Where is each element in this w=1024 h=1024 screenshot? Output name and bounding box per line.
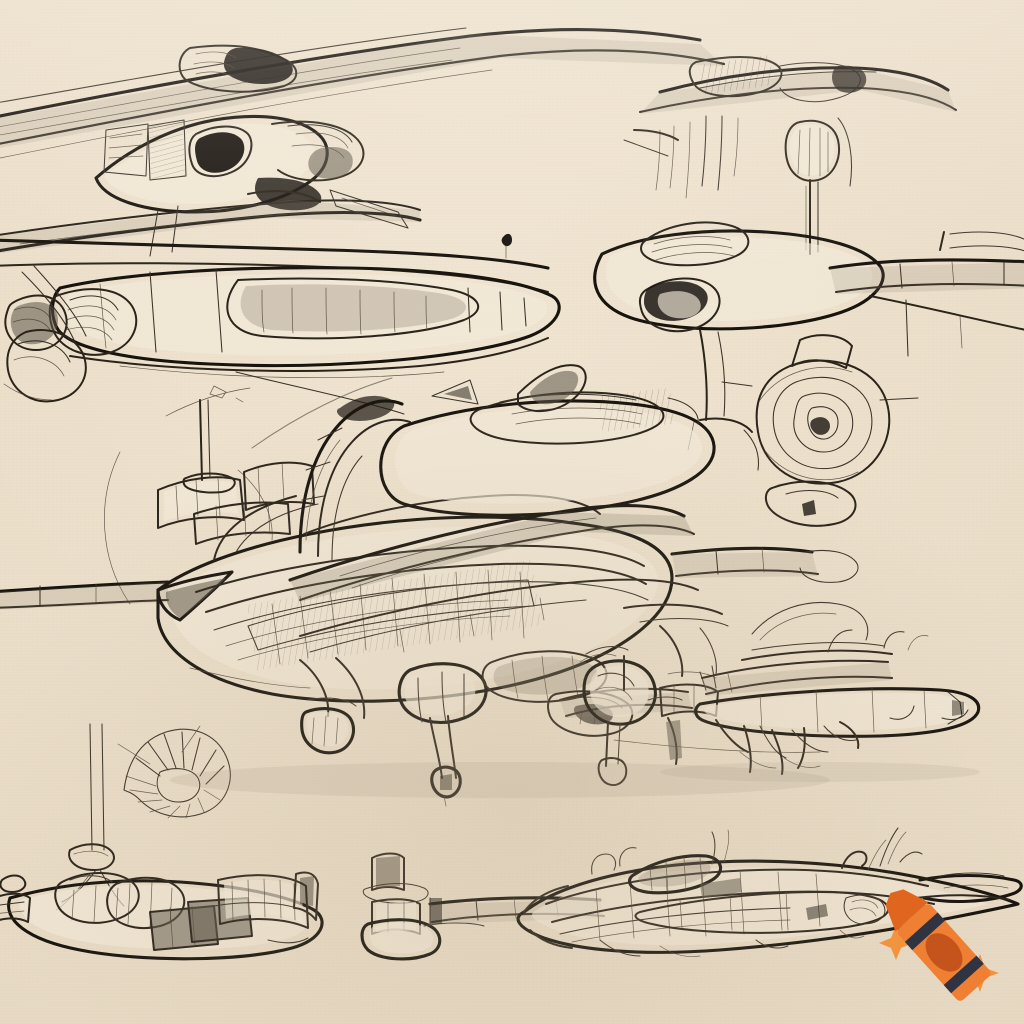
crayon-icon[interactable] xyxy=(874,882,992,1003)
sketch-stray-marks xyxy=(165,377,821,753)
sketch-top-aircraft xyxy=(0,27,726,257)
sparkle-icon xyxy=(879,926,913,960)
sketch-bottom-left-craft xyxy=(0,723,324,961)
sketch-second-aircraft xyxy=(0,233,561,415)
turbine-disc-detail xyxy=(721,334,919,527)
sketch-small-craft-b xyxy=(694,601,981,775)
sketch-right-aircraft xyxy=(593,55,1024,527)
sketch-fan-motif xyxy=(117,725,231,819)
craiyon-crayon-watermark[interactable] xyxy=(862,882,1012,1010)
sketch-main-airship xyxy=(0,364,859,807)
sketch-small-craft-a xyxy=(559,645,733,786)
